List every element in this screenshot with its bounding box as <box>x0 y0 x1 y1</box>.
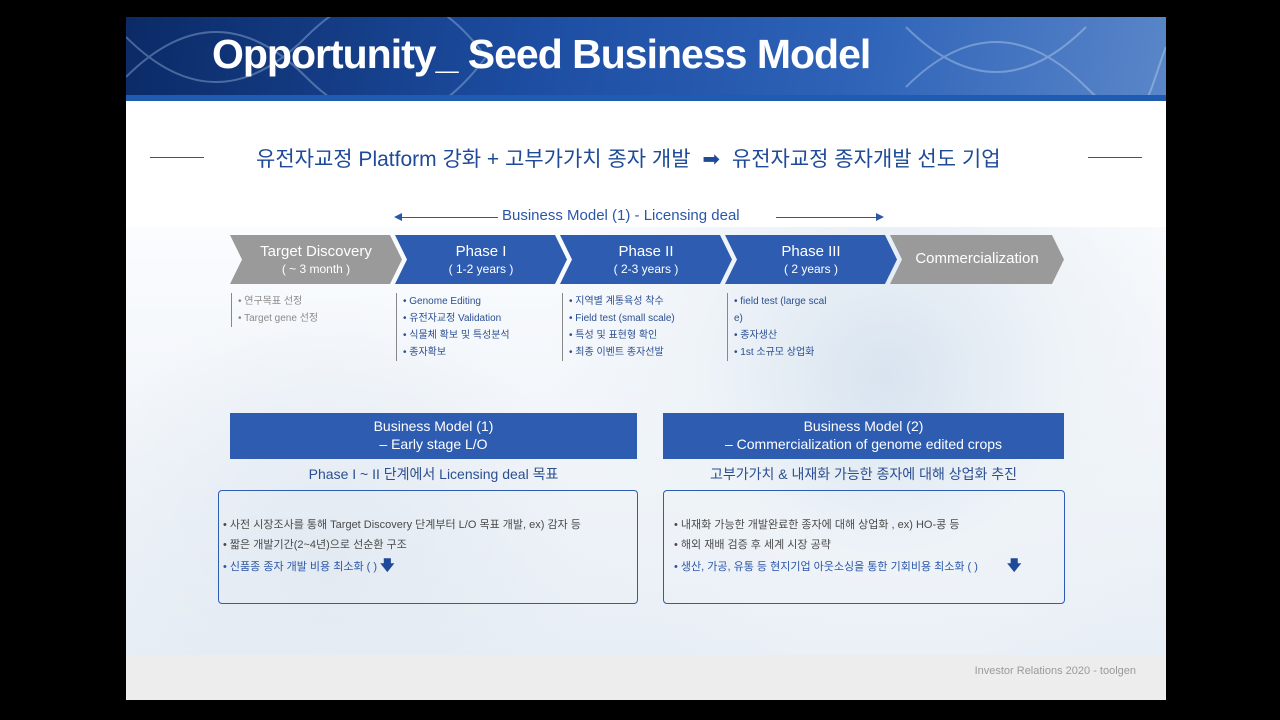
business-model-1-title: Business Model (1) <box>373 418 494 434</box>
range-right-line <box>776 217 880 218</box>
phase-name: Phase II <box>618 243 674 260</box>
range-left-line <box>398 217 498 218</box>
phase-target-discovery: Target Discovery ( ~ 3 month ) <box>230 235 402 284</box>
footer-text: Investor Relations 2020 - toolgen <box>974 665 1136 677</box>
list-item: • 최종 이벤트 종자선발 <box>569 347 664 358</box>
phase-name: Commercialization <box>915 250 1039 267</box>
phase-3: Phase III ( 2 years ) <box>725 235 897 284</box>
tagline-right-text: 유전자교정 종자개발 선도 기업 <box>731 148 1001 171</box>
phase-period: ( 2-3 years ) <box>613 262 679 276</box>
list-item: • 사전 시장조사를 통해 Target Discovery 단계부터 L/O … <box>223 519 581 531</box>
header-stripe <box>126 95 1166 101</box>
business-model-1-header: Business Model (1) – Early stage L/O <box>230 413 637 459</box>
list-item: • 해외 재배 검증 후 세계 시장 공략 <box>674 539 831 551</box>
list-item: • 생산, 가공, 유통 등 현지기업 아웃소싱을 통한 기회비용 최소화 ( … <box>674 557 1022 573</box>
business-model-2-title: Business Model (2) <box>803 418 924 434</box>
right-arrow-icon: ➡ <box>702 148 721 171</box>
chevron-shape <box>560 235 732 284</box>
chevron-shape <box>230 235 402 284</box>
footer: Investor Relations 2020 - toolgen <box>126 655 1166 700</box>
phase-period: ( 1-2 years ) <box>448 262 514 276</box>
business-model-2-details: • 내재화 가능한 개발완료한 종자에 대해 상업화 , ex) HO-콩 등 … <box>663 490 1065 604</box>
business-model-range: Business Model (1) - Licensing deal <box>394 207 884 227</box>
business-model-label: Business Model (1) - Licensing deal <box>502 207 740 224</box>
tagline-left-rule <box>150 157 204 158</box>
list-item: • 유전자교정 Validation <box>403 313 502 324</box>
business-model-2-subtitle: – Commercialization of genome edited cro… <box>724 436 1003 452</box>
dna-helix-decoration <box>126 17 1166 95</box>
down-arrow-icon: 🡇 <box>380 557 395 573</box>
list-item: • 종자확보 <box>403 347 447 358</box>
phase-1-bullets: • Genome Editing • 유전자교정 Validation • 식물… <box>396 293 553 361</box>
list-item: • 종자생산 <box>734 330 778 341</box>
slide: Opportunity_ Seed Business Model 유전자교정 P… <box>126 17 1166 700</box>
tagline-text: 유전자교정 Platform 강화 + 고부가가치 종자 개발 ➡ 유전자교정 … <box>256 143 1001 173</box>
list-item: • 1st 소규모 상업화 <box>734 347 815 358</box>
phase-1: Phase I ( 1-2 years ) <box>395 235 567 284</box>
list-item: • Field test (small scale) <box>569 313 675 324</box>
phase-name: Target Discovery <box>260 243 372 260</box>
list-item: • 신품종 종자 개발 비용 최소화 ( ) 🡇 <box>223 557 395 573</box>
business-model-2-header: Business Model (2) – Commercialization o… <box>663 413 1064 459</box>
list-item: • Target gene 선정 <box>238 313 319 324</box>
phase-period: ( ~ 3 month ) <box>281 262 351 276</box>
business-model-1-details: • 사전 시장조사를 통해 Target Discovery 단계부터 L/O … <box>218 490 638 604</box>
list-item: • field test (large scal e) <box>734 296 827 324</box>
phase-commercialization: Commercialization <box>890 235 1064 284</box>
tagline-right-rule <box>1088 157 1142 158</box>
header-banner: Opportunity_ Seed Business Model <box>126 17 1166 95</box>
business-model-1-subtitle: – Early stage L/O <box>379 436 488 452</box>
tagline-left-text: 유전자교정 Platform 강화 + 고부가가치 종자 개발 <box>256 148 691 171</box>
right-arrowhead-icon <box>876 213 884 221</box>
list-item: • 특성 및 표현형 확인 <box>569 330 658 341</box>
tagline: 유전자교정 Platform 강화 + 고부가가치 종자 개발 ➡ 유전자교정 … <box>126 143 1166 173</box>
left-arrowhead-icon <box>394 213 402 221</box>
phase-3-bullets: • field test (large scal e) • 종자생산 • 1st… <box>727 293 852 361</box>
list-item: • 식물체 확보 및 특성분석 <box>403 330 510 341</box>
list-item: • 연구목표 선정 <box>238 296 303 307</box>
business-model-1-goal: Phase I ~ II 단계에서 Licensing deal 목표 <box>308 466 559 482</box>
business-model-2-goal: 고부가가치 & 내재화 가능한 종자에 대해 상업화 추진 <box>709 466 1018 482</box>
list-item: • Genome Editing <box>403 296 481 307</box>
chevron-shape <box>890 235 1064 284</box>
chevron-shape <box>725 235 897 284</box>
phase-2-bullets: • 지역별 계통육성 착수 • Field test (small scale)… <box>562 293 719 361</box>
list-item: • 짧은 개발기간(2~4년)으로 선순환 구조 <box>223 539 407 551</box>
list-item: • 내재화 가능한 개발완료한 종자에 대해 상업화 , ex) HO-콩 등 <box>674 519 960 531</box>
phase-name: Phase III <box>781 243 841 260</box>
phase-name: Phase I <box>455 243 507 260</box>
chevron-shape <box>395 235 567 284</box>
down-arrow-icon: 🡇 <box>1006 557 1022 573</box>
page-title: Opportunity_ Seed Business Model <box>212 31 871 77</box>
phase-2: Phase II ( 2-3 years ) <box>560 235 732 284</box>
phase-target-discovery-bullets: • 연구목표 선정 • Target gene 선정 <box>231 293 388 327</box>
list-item: • 지역별 계통육성 착수 <box>569 296 664 307</box>
phase-period: ( 2 years ) <box>783 262 838 276</box>
